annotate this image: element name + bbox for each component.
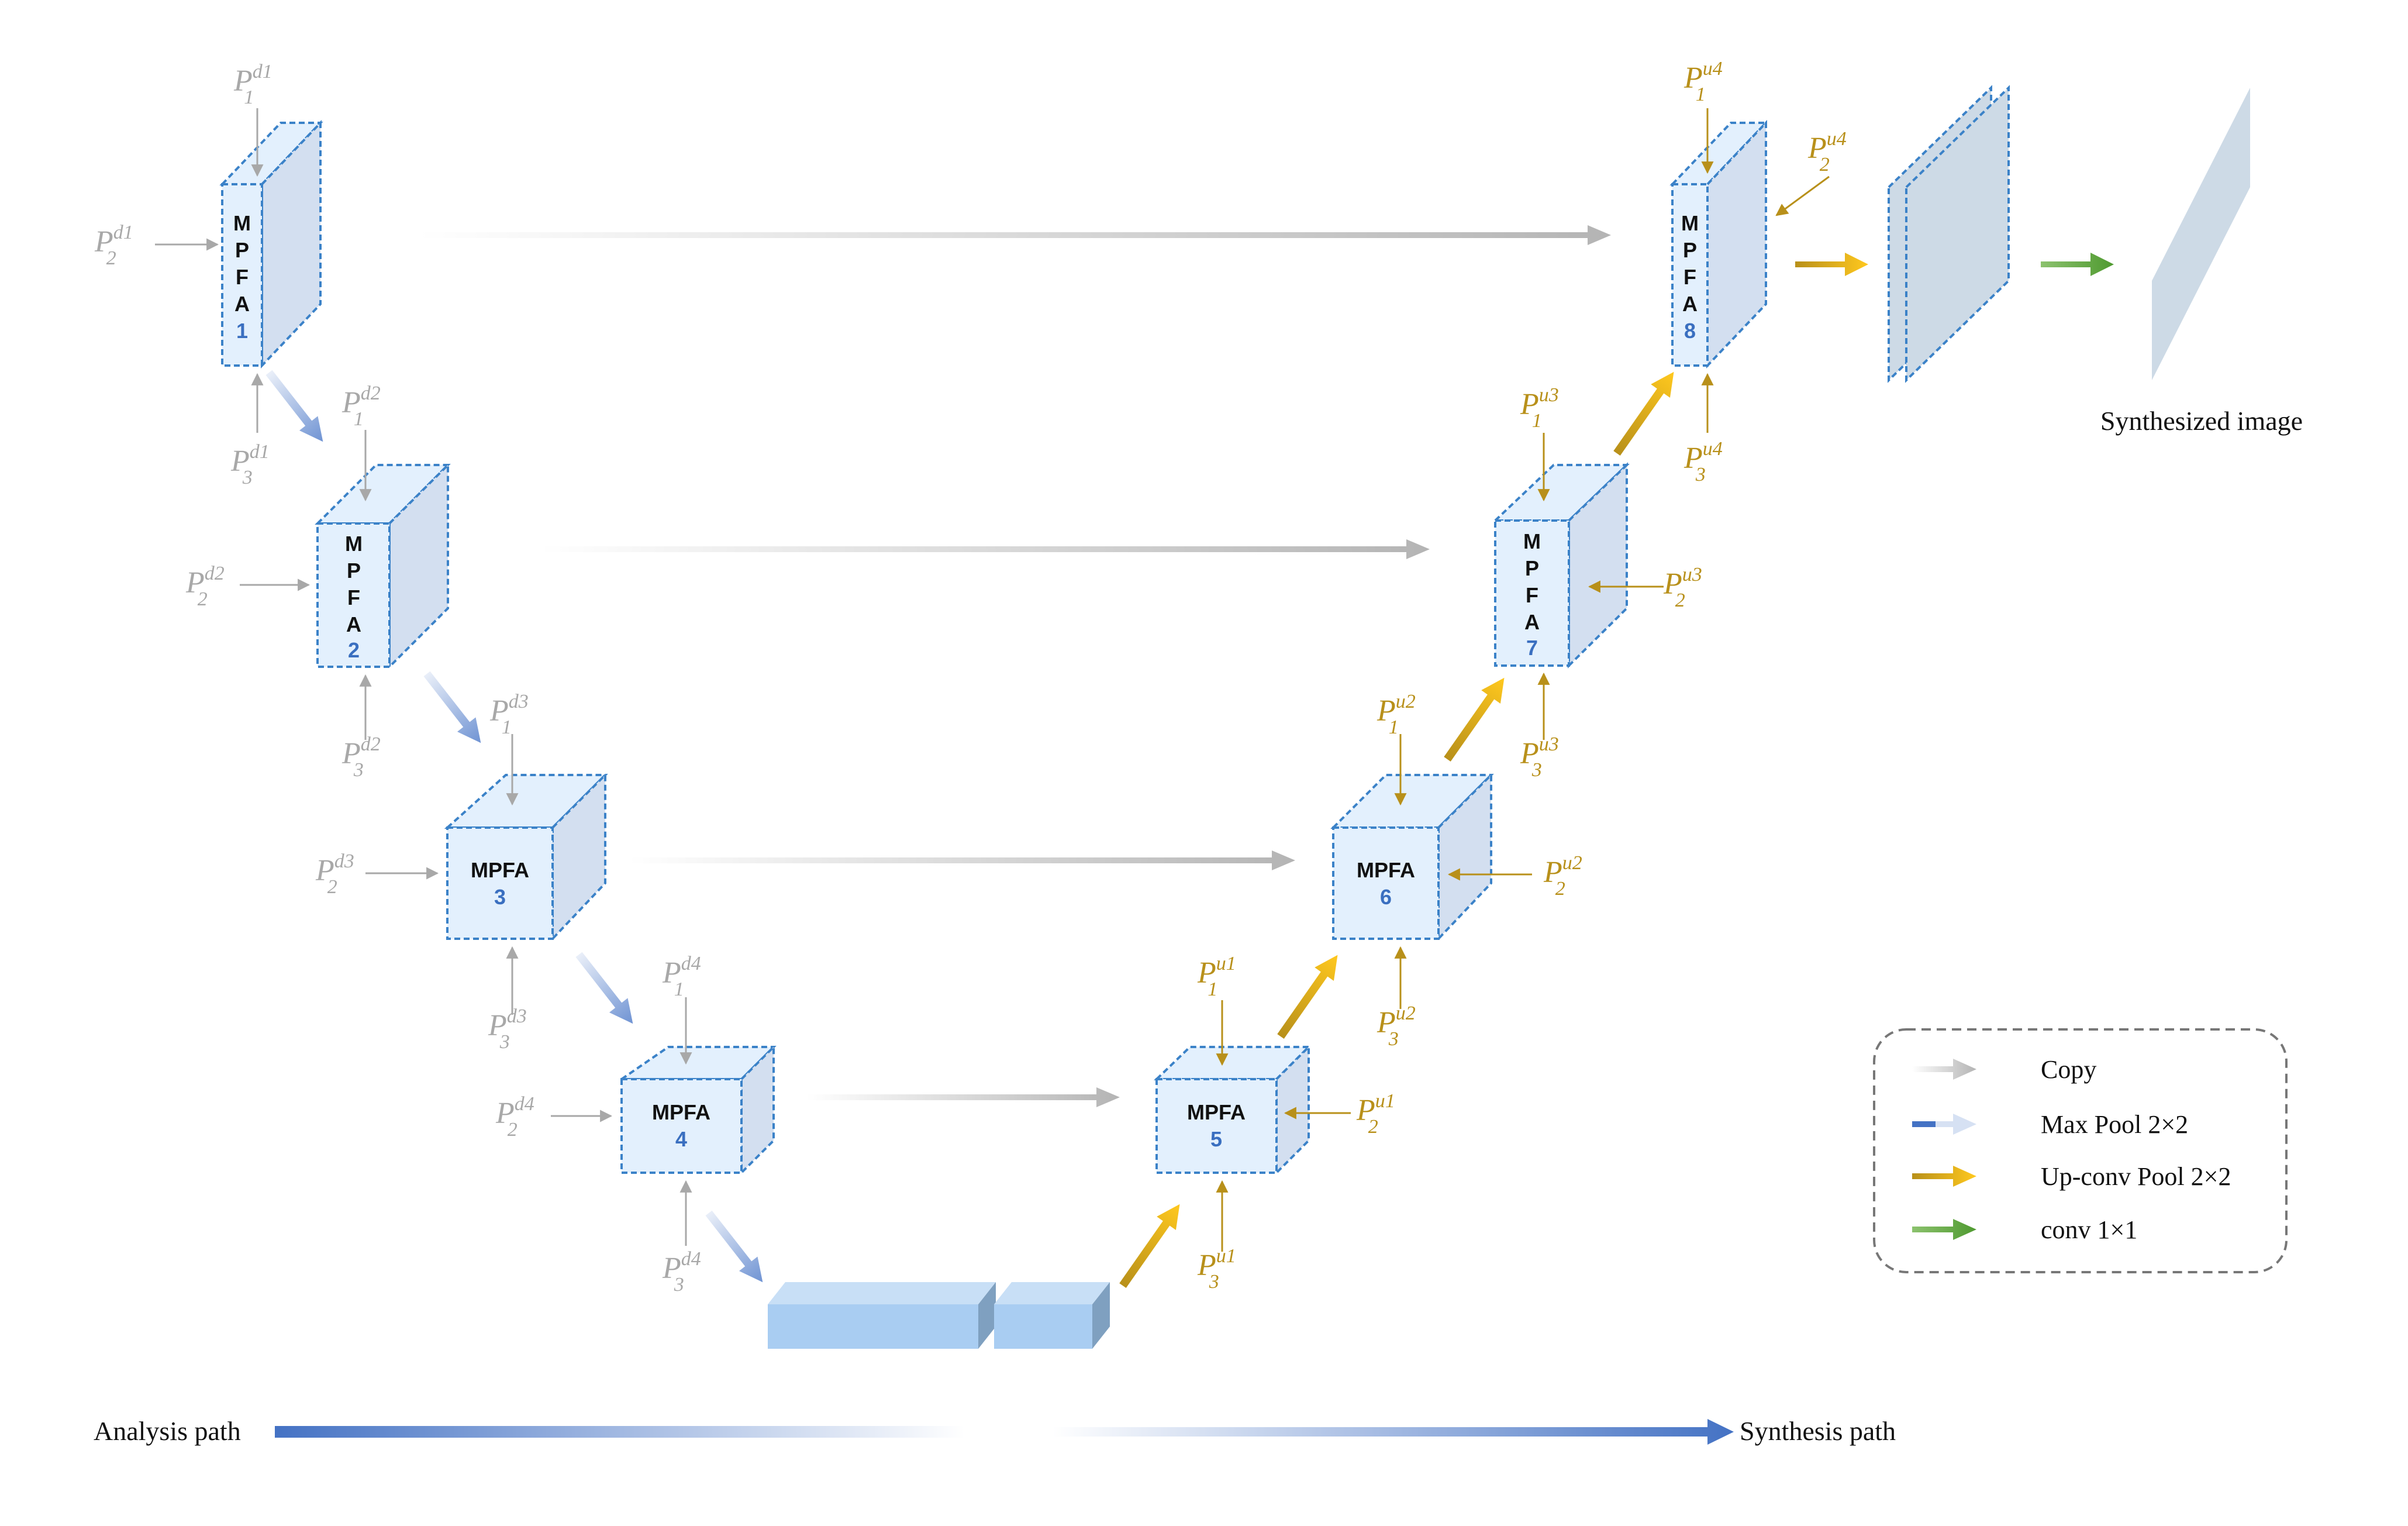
copy-arrow-4	[807, 1087, 1120, 1107]
svg-text:F: F	[347, 585, 360, 609]
block-label-4: MPFA	[652, 1100, 710, 1124]
copy-arrows	[418, 225, 1611, 1107]
block-label-3: MPFA	[471, 858, 529, 882]
block-number-8: 8	[1684, 319, 1696, 343]
svg-text:P: P	[1525, 556, 1539, 580]
bottleneck-blocks	[768, 1282, 1110, 1349]
copy-arrow-3	[629, 850, 1295, 870]
copy-arrow-2	[541, 539, 1430, 559]
legend: Copy Max Pool 2×2 Up-conv Pool 2×2 conv …	[1873, 1028, 2288, 1273]
svg-text:A: A	[1524, 610, 1540, 634]
block-number-4: 4	[675, 1127, 687, 1151]
block-number-6: 6	[1380, 885, 1392, 909]
mpfa-block-1: M P F A 1	[219, 120, 323, 368]
synthesis-path-arrow	[1053, 1419, 1734, 1445]
legend-maxpool-label: Max Pool 2×2	[2041, 1110, 2188, 1139]
legend-box	[1873, 1028, 2288, 1273]
mpfa-block-2: M P F A 2	[315, 462, 451, 670]
synthesized-image-label: Synthesized image	[2100, 406, 2303, 436]
mpfa-block-7: M P F A 7	[1492, 462, 1630, 669]
analysis-path-label: Analysis path	[94, 1416, 241, 1446]
feature-map-stack	[1888, 85, 2010, 383]
maxpool-arrows	[265, 370, 763, 1283]
svg-text:A: A	[234, 292, 250, 316]
svg-text:M: M	[233, 211, 251, 235]
svg-text:M: M	[345, 532, 363, 556]
svg-text:M: M	[1523, 529, 1541, 553]
mpfa-block-6: MPFA 6	[1330, 772, 1494, 942]
block-number-5: 5	[1210, 1127, 1222, 1151]
svg-text:A: A	[346, 612, 361, 636]
copy-arrow-1	[418, 225, 1611, 245]
legend-upconv-label: Up-conv Pool 2×2	[2041, 1162, 2231, 1191]
svg-text:F: F	[236, 265, 249, 289]
svg-text:P: P	[235, 238, 249, 262]
block-label-6: MPFA	[1357, 858, 1415, 882]
block-number-3: 3	[494, 885, 506, 909]
conv-arrow	[2041, 253, 2114, 276]
block-number-7: 7	[1526, 636, 1538, 660]
svg-text:P: P	[1683, 238, 1697, 262]
svg-text:F: F	[1526, 583, 1538, 607]
mpfa-block-3: MPFA 3	[444, 772, 608, 942]
analysis-path-arrow	[275, 1426, 965, 1438]
mpfa-block-5: MPFA 5	[1154, 1044, 1312, 1176]
mpfa-block-8: M P F A 8	[1669, 120, 1769, 368]
svg-text:A: A	[1682, 292, 1698, 316]
legend-upconv-arrow	[1912, 1166, 1976, 1187]
svg-text:P: P	[347, 559, 361, 583]
legend-copy-label: Copy	[2041, 1055, 2096, 1084]
block-number-2: 2	[348, 638, 360, 662]
synthesized-image-plane	[2152, 88, 2250, 380]
synthesis-path-label: Synthesis path	[1740, 1416, 1896, 1446]
legend-copy-arrow	[1912, 1059, 1976, 1080]
mpfa-block-4: MPFA 4	[617, 1044, 777, 1176]
block-number-1: 1	[236, 319, 248, 343]
upconv-arrows	[1119, 253, 1868, 1289]
param-arrows	[155, 108, 1830, 1252]
legend-conv-arrow	[1912, 1219, 1976, 1240]
svg-text:M: M	[1681, 211, 1699, 235]
block-label-5: MPFA	[1187, 1100, 1246, 1124]
legend-conv-label: conv 1×1	[2041, 1215, 2137, 1244]
svg-text:F: F	[1683, 265, 1696, 289]
legend-maxpool-arrow	[1912, 1114, 1976, 1135]
